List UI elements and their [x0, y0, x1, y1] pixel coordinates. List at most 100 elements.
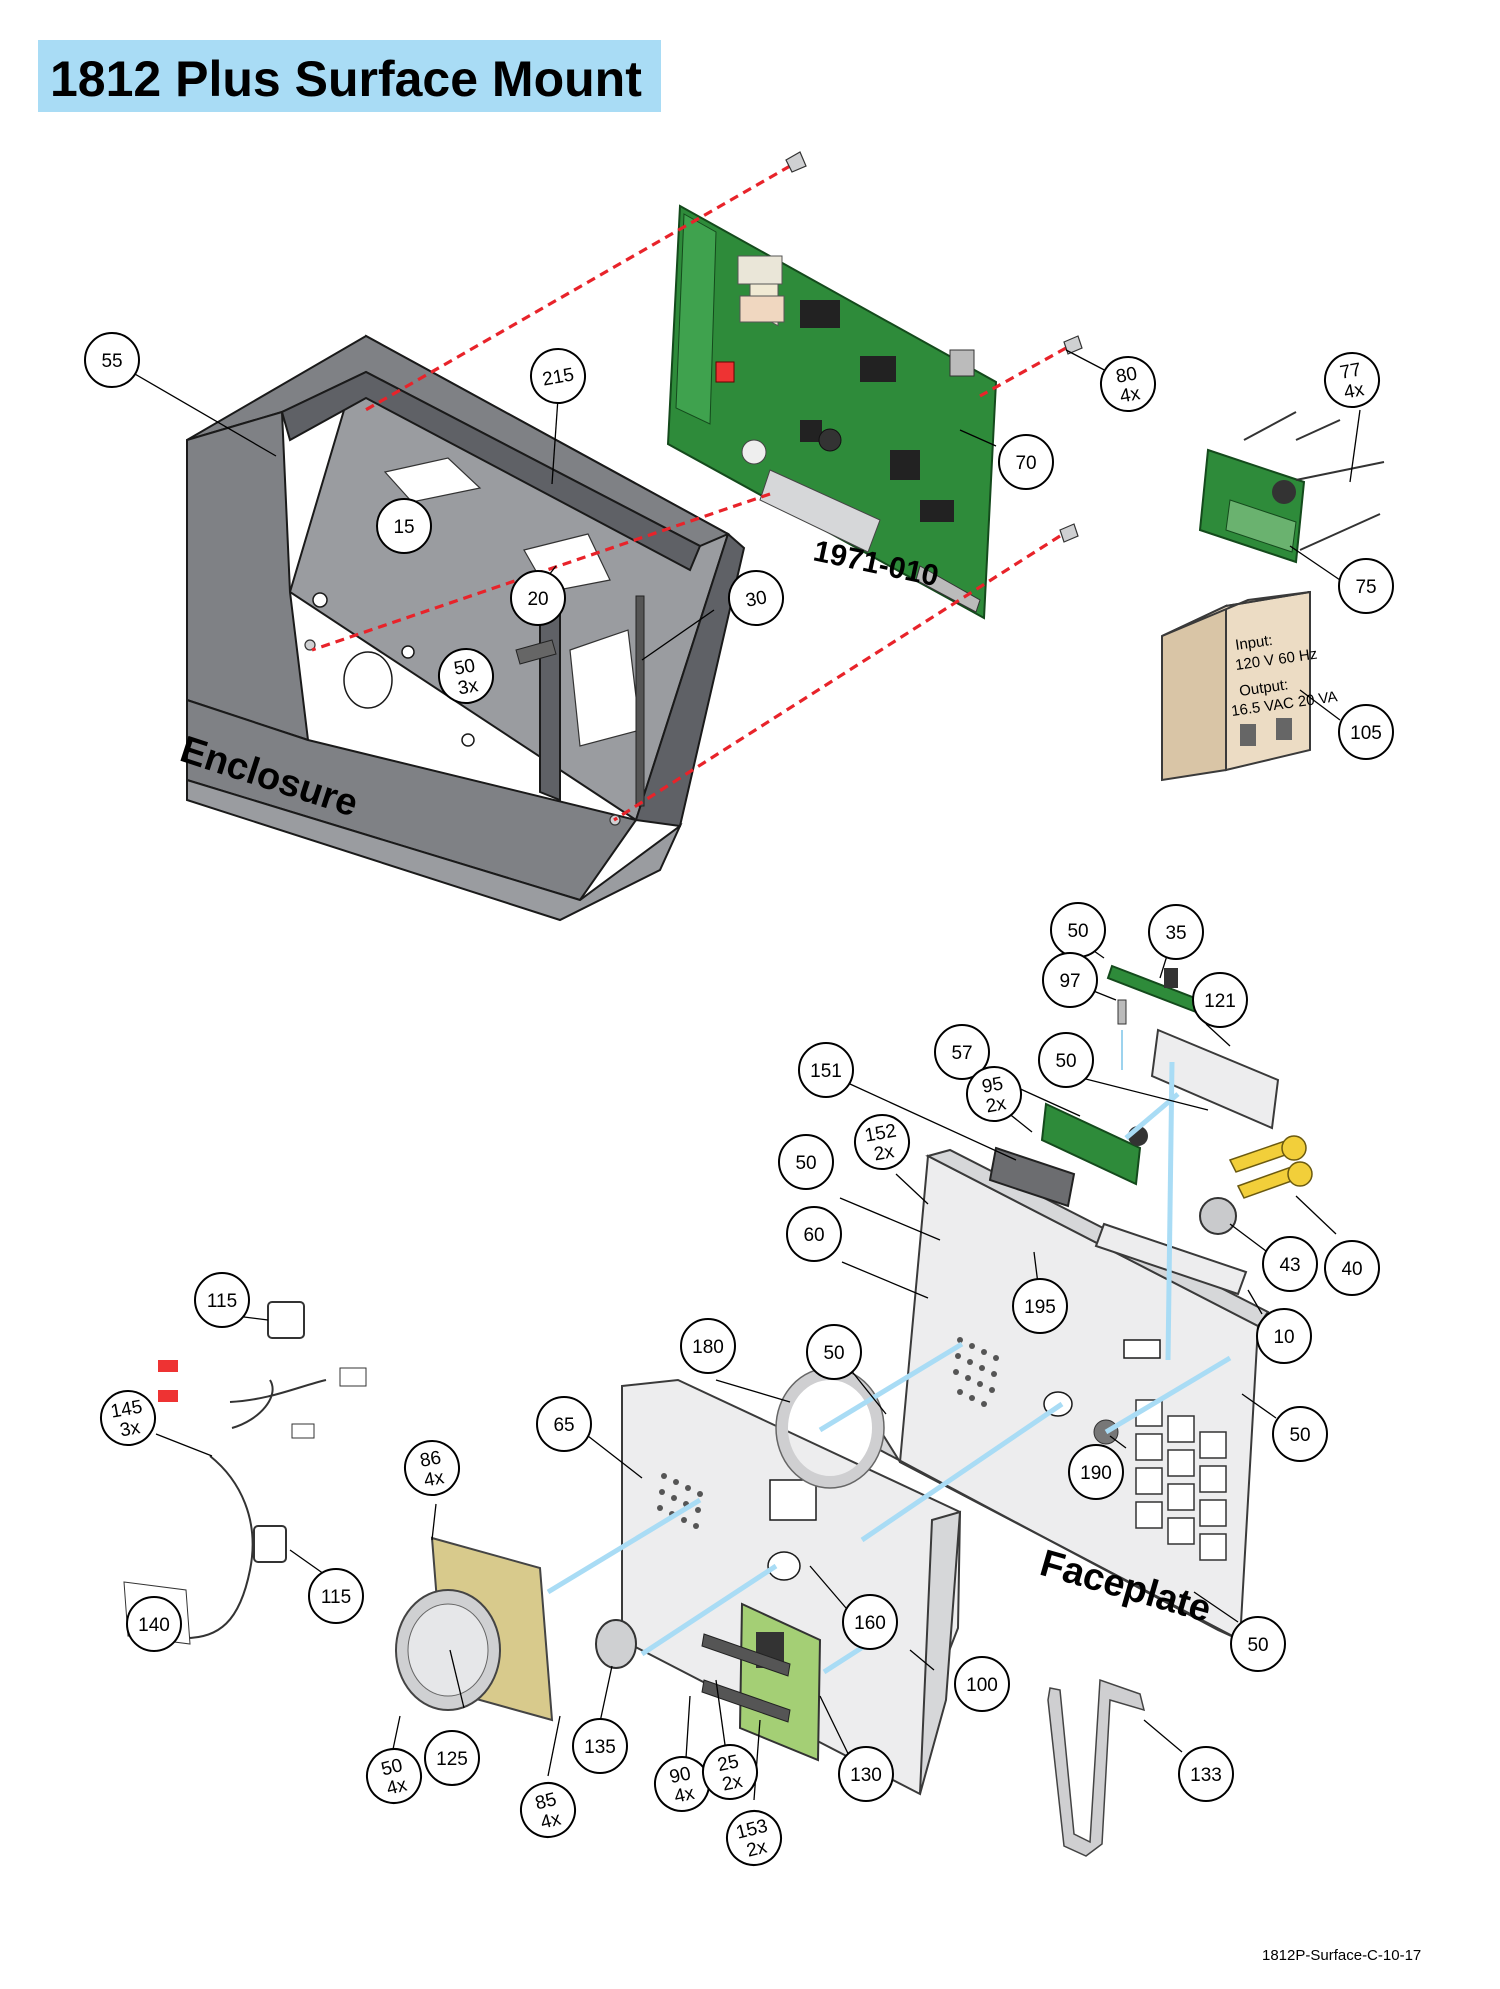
callout-number: 97 — [1059, 971, 1080, 992]
screw — [1059, 523, 1079, 543]
callout-number: 25 — [716, 1751, 741, 1776]
callout-number: 80 — [1114, 363, 1138, 387]
callout-c50e: 50 — [806, 1324, 862, 1380]
red-terminal — [158, 1390, 178, 1402]
callout-number: 4x — [672, 1783, 696, 1808]
grommet-115 — [267, 1301, 305, 1339]
callout-c133: 133 — [1178, 1746, 1234, 1802]
callout-c35: 35 — [1148, 904, 1204, 960]
transformer-terminal — [1240, 724, 1256, 746]
leader-lines — [127, 349, 1361, 1801]
capacitor — [741, 439, 767, 465]
transformer-terminal — [1276, 718, 1292, 740]
callout-c151: 151 — [798, 1042, 854, 1098]
enclosure-front-lip — [186, 778, 683, 922]
callout-c140: 140 — [126, 1596, 182, 1652]
callout-circle — [530, 348, 586, 404]
callout-circle — [1068, 1444, 1124, 1500]
board-57 — [1040, 1102, 1142, 1186]
callout-circle — [308, 1568, 364, 1624]
callout-number: 50 — [1067, 921, 1088, 942]
keypad-button — [1167, 1415, 1195, 1443]
callout-number: 50 — [795, 1153, 816, 1174]
callout-circle — [702, 1744, 758, 1800]
callout-c50g: 50 — [1230, 1616, 1286, 1672]
callout-c190: 190 — [1068, 1444, 1124, 1500]
callout-circle — [806, 1324, 862, 1380]
callout-circle — [84, 332, 140, 388]
relay-module — [1198, 411, 1385, 564]
callout-number: 50 — [452, 655, 476, 679]
callout-circle — [510, 570, 566, 626]
callout-number: 133 — [1190, 1765, 1222, 1786]
callout-number: 40 — [1341, 1259, 1362, 1280]
bracket-153 — [701, 1679, 791, 1723]
callout-circle — [1042, 952, 1098, 1008]
callout-c40: 40 — [1324, 1240, 1380, 1296]
callout-circle — [1192, 972, 1248, 1028]
callout-c43: 43 — [1262, 1236, 1318, 1292]
callout-number: 20 — [527, 589, 548, 610]
callout-number: 30 — [744, 587, 768, 611]
heat-sink — [759, 469, 881, 553]
callout-c75: 75 — [1338, 558, 1394, 614]
callout-c125: 125 — [424, 1730, 480, 1786]
callout-c121: 121 — [1192, 972, 1248, 1028]
callout-circle — [798, 1042, 854, 1098]
keypad-button — [1199, 1431, 1227, 1459]
callout-number: 2x — [872, 1141, 896, 1165]
arrow — [1165, 1061, 1175, 1361]
callout-circle — [728, 570, 784, 626]
callout-number: 90 — [668, 1763, 693, 1788]
screw — [785, 151, 807, 173]
arrow — [1104, 1355, 1232, 1435]
callout-number: 10 — [1273, 1327, 1294, 1348]
chip — [860, 356, 896, 382]
speaker-grille — [953, 1337, 999, 1407]
callout-number: 105 — [1350, 723, 1382, 744]
transformer-top — [1161, 591, 1311, 637]
callout-number: 4x — [1342, 379, 1366, 403]
callout-number: 50 — [1055, 1051, 1076, 1072]
callout-number: 60 — [803, 1225, 824, 1246]
callout-number: 115 — [321, 1587, 351, 1608]
callout-number: 95 — [980, 1073, 1004, 1097]
callout-c65: 65 — [536, 1396, 592, 1452]
warning-sticker — [383, 457, 482, 503]
mounting-hole — [461, 733, 475, 747]
keypad-button — [1167, 1517, 1195, 1545]
mounting-hole — [401, 645, 415, 659]
arrow — [546, 1497, 702, 1595]
key-head — [1281, 1135, 1307, 1161]
callout-c180: 180 — [680, 1318, 736, 1374]
callout-number: 125 — [436, 1749, 468, 1770]
guide-line — [979, 346, 1067, 398]
enclosure — [186, 334, 746, 922]
callout-c50d: 50 — [778, 1134, 834, 1190]
keypad-button — [1167, 1483, 1195, 1511]
callout-circle — [786, 1206, 842, 1262]
callout-circle — [1178, 1746, 1234, 1802]
callout-circle — [954, 1656, 1010, 1712]
callout-circle — [536, 1396, 592, 1452]
callout-circle — [424, 1730, 480, 1786]
standoff-rod — [515, 639, 557, 665]
arrow — [860, 1401, 1064, 1543]
callout-number: 50 — [1247, 1635, 1268, 1656]
callout-circle — [842, 1594, 898, 1650]
callout-number: 50 — [1289, 1425, 1310, 1446]
callout-circle — [366, 1748, 422, 1804]
keypad-button — [1167, 1449, 1195, 1477]
callout-number: 55 — [101, 351, 122, 372]
plate-151 — [988, 1146, 1076, 1208]
callout-circle — [376, 498, 432, 554]
mount-screw — [1295, 419, 1341, 441]
sensor-component — [1164, 968, 1178, 988]
callout-circle — [838, 1746, 894, 1802]
callout-number: 3x — [456, 675, 480, 699]
callout-number: 35 — [1165, 923, 1186, 944]
arrow — [640, 1563, 778, 1657]
